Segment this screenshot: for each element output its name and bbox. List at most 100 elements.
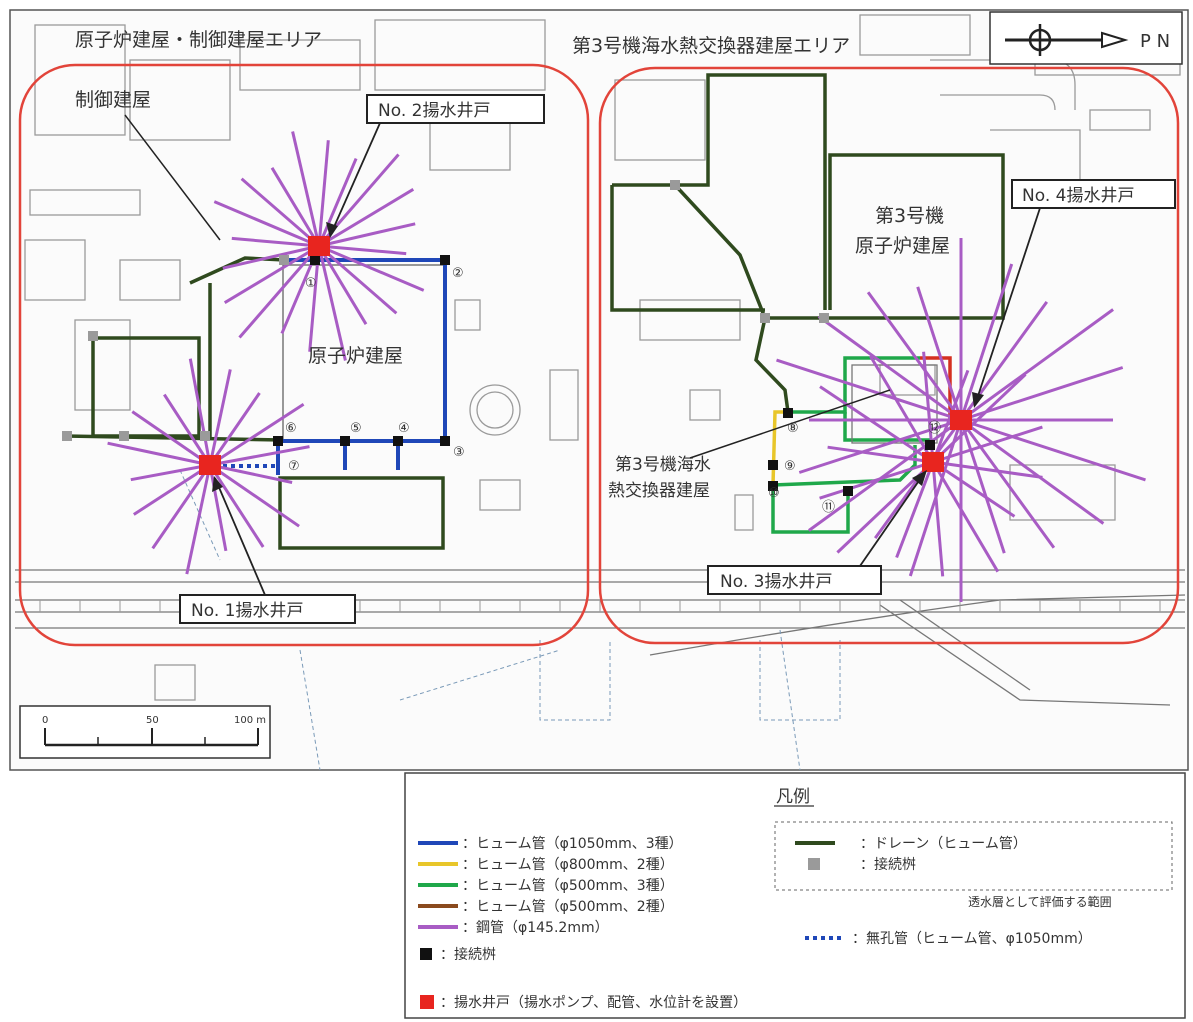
svg-text:No. 4揚水井戸: No. 4揚水井戸 [1022,186,1134,206]
steel-pipe-ray [895,461,935,559]
steel-pipe-ray [808,418,962,532]
steel-pipe-ray [959,419,1006,554]
label-control-building: 制御建屋 [75,89,151,111]
steel-pipe-ray [916,286,963,421]
steel-pipe-ray [317,140,330,247]
steel-pipe-ray [959,263,1014,421]
track-ties [39,600,1161,612]
steel-pipe-ray [151,464,212,550]
legend-pipe-label: ：ヒューム管（φ500mm、3種） [462,878,674,894]
steel-pipe-ray [318,188,415,248]
area-title-left: 原子炉建屋・制御建屋エリア [75,29,322,51]
steel-pipe-ray [317,158,358,247]
label-unit3-reactor-2: 原子炉建屋 [855,235,950,257]
steel-pipe-ray [130,463,211,482]
pipe-markers: ① ② ③ ④ ⑤ ⑥ ⑦ ⑧ ⑨ ⑩ ⑪ ⑫ [285,266,941,515]
steel-pipe-ray [931,461,1000,573]
drain-pipes-left [64,256,286,442]
steel-pipe-ray [317,245,368,325]
well-no2 [308,236,330,256]
svg-text:⑥: ⑥ [285,421,297,436]
callout-well-no2: No. 2揚水井戸 [326,94,545,238]
legend-pipe-label: ：鋼管（φ145.2mm） [462,920,609,936]
steel-pipe-ray [240,177,320,248]
steel-pipe-ray [869,355,935,463]
legend-drain-connector-swatch [808,858,820,870]
legend-pipe-label: ：ヒューム管（φ500mm、2種） [462,899,674,915]
leader-control-building [124,114,221,241]
connector-pits [273,255,935,496]
steel-pipe-ray [163,393,212,466]
legend-drain-label: ：ドレーン（ヒューム管） [860,836,1027,852]
north-label: P N [1140,31,1170,52]
north-arrow: P N [989,11,1183,65]
svg-text:50: 50 [146,715,159,726]
label-reactor-building: 原子炉建屋 [308,345,403,367]
steel-pipe-ray [819,460,934,500]
legend-permeable-box [774,821,1173,891]
steel-pipe-ray [213,200,320,248]
steel-pipe-ray [932,460,1043,479]
steel-pipe-ray [132,463,211,516]
svg-text:④: ④ [398,421,410,436]
pipe-phi500-2 [920,356,952,420]
svg-text:⑫: ⑫ [928,421,941,436]
steel-pipe-ray [866,291,963,421]
label-unit3-reactor-1: 第3号機 [875,205,944,227]
steel-pipe-ray [317,245,347,361]
steel-pipe-ray [931,373,1027,464]
steel-pipe-ray [932,425,1043,464]
leader-hx-building [689,389,891,459]
well-no1 [199,455,221,475]
svg-text:No. 2揚水井戸: No. 2揚水井戸 [378,101,490,121]
legend-drain-connector-label: ：接続桝 [860,856,916,873]
steel-pipe-ray [209,463,293,484]
svg-text:⑦: ⑦ [288,459,300,474]
steel-pipe-ray [208,464,228,552]
steel-pipe-ray [959,419,1056,549]
svg-text:③: ③ [453,445,465,460]
steel-pipe-ray [932,460,1016,518]
svg-text:⑤: ⑤ [350,421,362,436]
legend-well-swatch [420,995,434,1009]
steel-pipe-ray [960,418,1146,482]
drain-connectors [62,180,829,441]
steel-pipe-ray [776,358,962,422]
svg-text:⑪: ⑪ [822,500,835,515]
steel-pipe-ray [208,369,232,466]
steel-pipe-ray [318,244,425,292]
svg-text:⑨: ⑨ [784,459,796,474]
legend-nonperforated-label: ：無孔管（ヒューム管、φ1050mm） [852,931,1092,947]
steel-pipe-ray [209,402,305,467]
callout-well-no3: No. 3揚水井戸 [707,470,927,595]
legend-connector-label: ：接続桝 [440,946,496,963]
label-hx-building-1: 第3号機海水 [615,455,711,475]
steel-pipe-ray [827,445,934,464]
svg-text:No. 3揚水井戸: No. 3揚水井戸 [720,572,832,592]
steel-pipe-ray [238,245,321,339]
area-title-right: 第3号機海水熱交換器建屋エリア [572,35,850,57]
svg-text:⑩: ⑩ [768,486,780,501]
steel-pipe-ray [817,315,962,422]
legend-pipe-label: ：ヒューム管（φ1050mm、3種） [462,836,683,852]
well-no3 [922,452,944,472]
steel-pipe-ray [185,464,212,575]
steel-pipe-ray [318,244,398,315]
svg-text:0: 0 [42,715,48,726]
steel-pipe-ray [318,222,416,248]
svg-text:②: ② [452,266,464,281]
legend-title: 凡例 [776,787,810,807]
area-boundary-hx [598,66,1180,645]
steel-pipe-ray [209,445,310,467]
well-no4 [950,410,972,430]
steel-pipe-ray [188,358,212,466]
steel-pipe-ray [931,461,945,577]
steel-pipe-ray [960,308,1114,422]
steel-pipe-ray [208,392,261,466]
steel-pipe-ray [270,167,321,247]
legend-well-label: ：揚水井戸（揚水ポンプ、配管、水位計を設置） [440,994,747,1011]
steel-pipe-ray [798,418,962,474]
svg-text:No. 1揚水井戸: No. 1揚水井戸 [191,601,303,621]
callout-well-no1: No. 1揚水井戸 [179,476,356,624]
